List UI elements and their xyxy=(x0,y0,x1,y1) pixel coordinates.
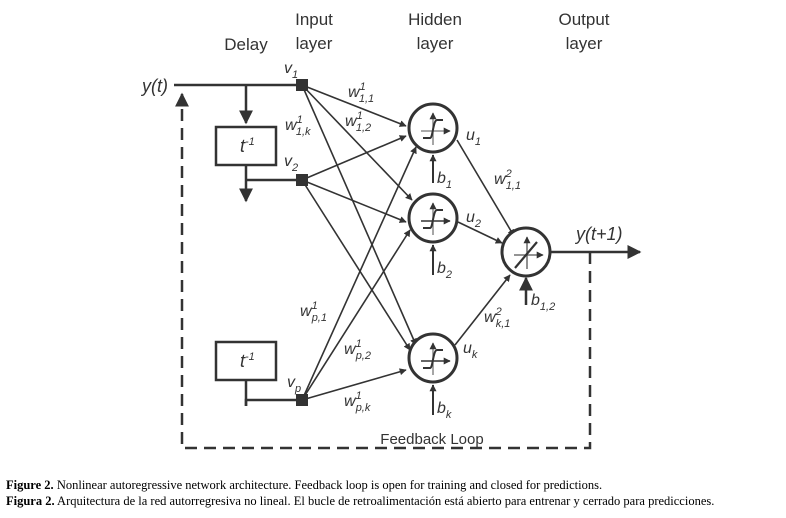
wiring xyxy=(174,83,642,450)
bias-b2: b2 xyxy=(437,260,452,281)
input-node-vp xyxy=(296,394,308,406)
caption-spanish-prefix: Figura 2. xyxy=(6,494,55,508)
input-layer-header-line2: layer xyxy=(296,34,333,53)
feedback-loop-line xyxy=(175,92,592,450)
edge-vp-h2 xyxy=(301,229,411,401)
hidden-neuron-1 xyxy=(407,102,459,154)
hidden-layer-header-line1: Hidden xyxy=(408,10,462,29)
input-node-v1 xyxy=(296,79,308,91)
hidden-output-u1: u1 xyxy=(466,127,481,148)
edge-v2-h1 xyxy=(301,135,407,181)
edge-v1-h1 xyxy=(301,84,407,127)
delay-header: Delay xyxy=(224,35,268,54)
vp-line xyxy=(244,398,302,406)
hidden-output-u2: u2 xyxy=(466,209,481,230)
caption-english-text: Nonlinear autoregressive network archite… xyxy=(53,478,603,492)
delay-block-1-label: t-1 xyxy=(240,136,255,156)
narx-network-diagram: Delay Input layer Hidden layer Output la… xyxy=(140,10,642,450)
feedback-loop-label: Feedback Loop xyxy=(380,431,483,448)
hidden-output-uk: uk xyxy=(463,340,478,361)
input-node-v2 xyxy=(296,174,308,186)
delay-block-p xyxy=(214,340,278,382)
input-node-vp-label: vp xyxy=(287,374,301,395)
bias-b1: b1 xyxy=(437,170,452,191)
edge-vp-hk xyxy=(301,368,407,401)
input-node-v1-label: v1 xyxy=(284,60,298,81)
edge-v2-h2 xyxy=(301,179,407,223)
edge-hk-out xyxy=(454,274,511,346)
caption-english-prefix: Figure 2. xyxy=(6,478,54,492)
output-signal-label: y(t+1) xyxy=(574,224,623,244)
hidden-neuron-k xyxy=(407,332,459,384)
bias-b12: b1,2 xyxy=(531,292,555,313)
caption-spanish: Figura 2. Arquitectura de la red autorre… xyxy=(6,494,714,509)
input-layer-header-line1: Input xyxy=(295,10,333,29)
edge-v1-h2 xyxy=(301,84,413,201)
input-signal-label: y(t) xyxy=(140,76,168,96)
caption-english: Figure 2. Nonlinear autoregressive netwo… xyxy=(6,478,602,493)
edge-vp-h1 xyxy=(301,146,417,401)
caption-spanish-text: Arquitectura de la red autorregresiva no… xyxy=(54,494,715,508)
input-node-v2-label: v2 xyxy=(284,153,298,174)
edge-h1-out xyxy=(456,139,515,237)
output-layer-header-line2: layer xyxy=(566,34,603,53)
output-layer-header-line1: Output xyxy=(558,10,609,29)
hidden-layer-header-line2: layer xyxy=(417,34,454,53)
delay-block-1 xyxy=(214,125,278,167)
edge-v1-hk xyxy=(301,84,417,346)
delay-block-p-label: t-1 xyxy=(240,351,255,371)
edge-v2-hk xyxy=(301,179,411,351)
bias-bk: bk xyxy=(437,400,452,421)
hidden-neuron-2 xyxy=(407,192,459,244)
output-neuron xyxy=(500,226,552,278)
edge-h2-out xyxy=(457,221,503,244)
